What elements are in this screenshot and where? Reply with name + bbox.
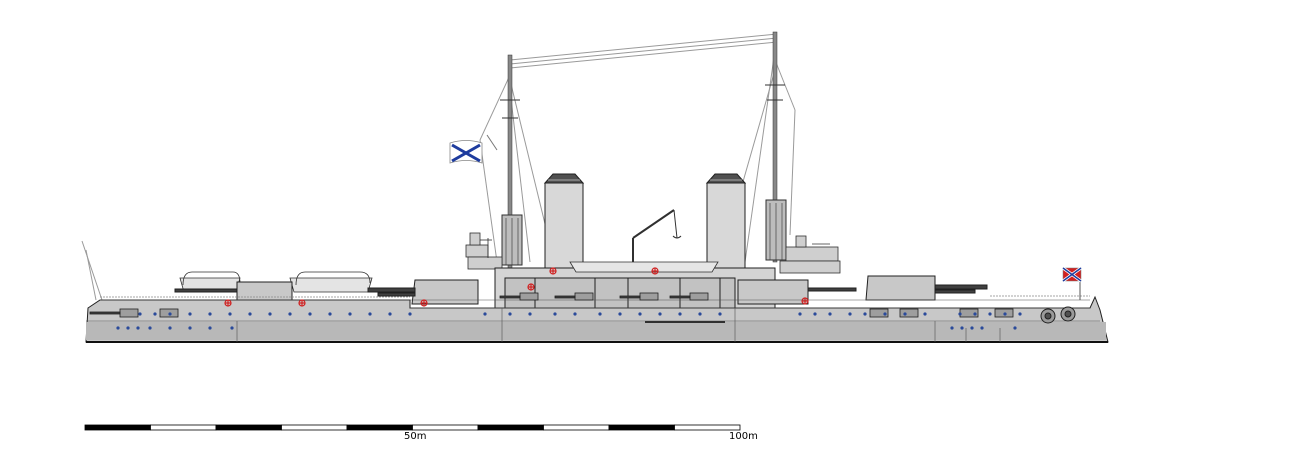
scale-bar-segment <box>477 424 544 431</box>
fore-funnel <box>543 173 585 269</box>
scale-bar-segment <box>84 424 151 431</box>
scale-bar-segment <box>543 424 610 431</box>
scale-label-50m: 50m <box>404 431 427 442</box>
scale-bar-segment <box>412 424 479 431</box>
fore-main-turret <box>865 275 988 301</box>
lifebuoys <box>224 267 809 307</box>
main-funnel <box>705 173 747 269</box>
jack-flag <box>1062 266 1082 300</box>
scale-bar-segment <box>674 424 741 431</box>
fore-bridge <box>465 232 503 270</box>
fore-mast <box>500 54 523 271</box>
scale-bar <box>84 424 741 431</box>
scale-bar-segment <box>608 424 675 431</box>
naval-ensign-flag <box>449 134 498 164</box>
secondary-gun-fore <box>737 279 857 305</box>
portholes <box>116 312 1022 330</box>
scale-bar-segment <box>281 424 348 431</box>
scale-bar-segment <box>150 424 217 431</box>
central-superstructure <box>494 267 776 309</box>
ships-boats <box>179 261 719 293</box>
hull <box>85 295 1109 343</box>
rigging <box>81 33 796 301</box>
scale-bar-segment <box>346 424 413 431</box>
aft-bridge <box>779 235 841 274</box>
main-mast <box>765 31 787 263</box>
scale-label-100m: 100m <box>729 431 758 442</box>
aft-main-turret <box>367 279 479 305</box>
anchors <box>1040 306 1076 324</box>
boat-crane <box>632 209 682 262</box>
scale-bar-segment <box>215 424 282 431</box>
